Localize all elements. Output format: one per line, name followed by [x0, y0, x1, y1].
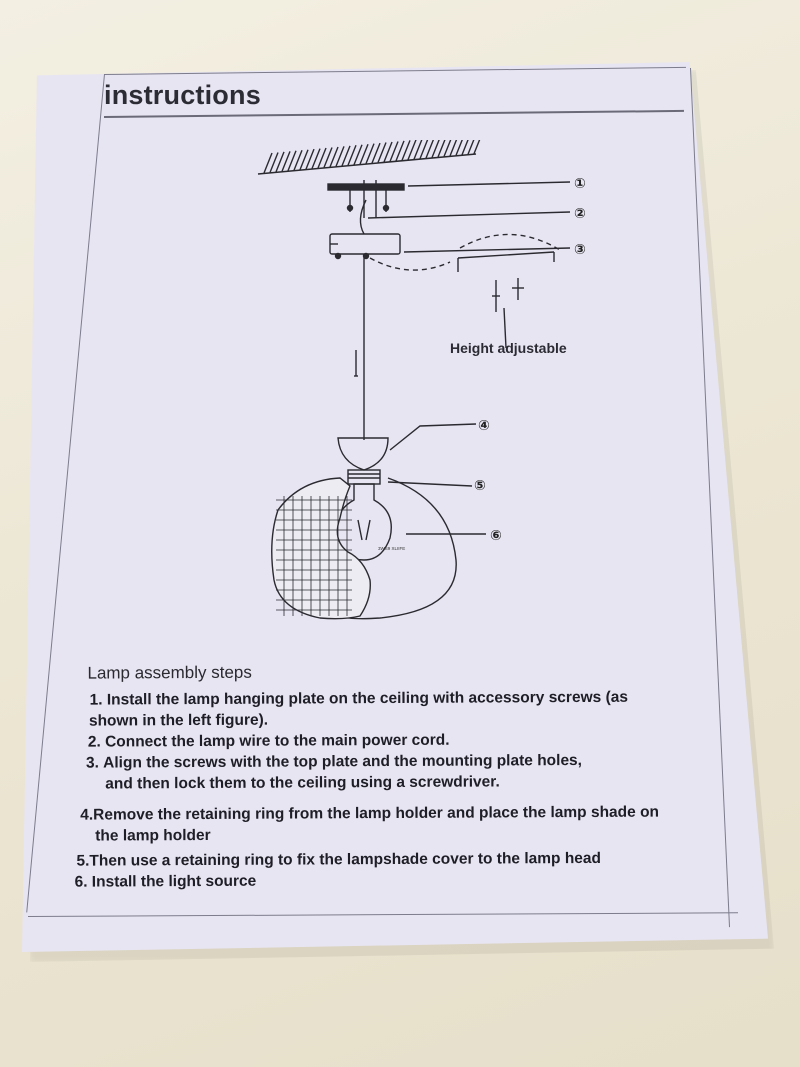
- rattan-weave: [276, 496, 352, 616]
- ceiling-hatch-line: [341, 145, 351, 167]
- ceiling-hatch-line: [329, 146, 339, 168]
- hanging-plate: [327, 183, 405, 191]
- step-3: 3. Align the screws with the top plate a…: [86, 749, 710, 794]
- ceiling-hatch: [257, 153, 477, 175]
- ceiling-hatch-line: [461, 140, 469, 156]
- ceiling-hatch-line: [263, 152, 273, 174]
- ceiling-hatch-line: [305, 148, 315, 170]
- ceiling-hatch-line: [413, 140, 423, 160]
- step-6-line-1: Install the light source: [91, 872, 257, 891]
- step-3-number: 3.: [85, 754, 104, 772]
- ceiling-hatch-line: [293, 149, 303, 171]
- ceiling-hatch-line: [473, 140, 481, 155]
- callout-3: ③: [574, 242, 586, 258]
- steps-heading: Lamp assembly steps: [87, 662, 252, 683]
- ceiling-hatch-line: [365, 143, 375, 164]
- step-1-line-1: Install the lamp hanging plate on the ce…: [106, 688, 628, 709]
- ceiling-hatch-line: [395, 140, 405, 162]
- ceiling-hatch-line: [311, 148, 321, 169]
- ceiling-hatch-line: [383, 141, 393, 163]
- ceiling-hatch-line: [347, 145, 357, 166]
- callout-4: ④: [478, 418, 490, 434]
- ceiling-hatch-line: [335, 146, 345, 167]
- lamp-diagram: ① ② ③ ④ ⑤ ⑥ Height adjustable 3WS9 XLIIF…: [240, 140, 610, 640]
- callout-6: ⑥: [490, 528, 502, 544]
- ceiling-hatch-line: [443, 140, 452, 157]
- ceiling-hatch-line: [281, 151, 291, 172]
- ceiling-hatch-line: [317, 147, 327, 169]
- step-4: 4. Remove the retaining ring from the la…: [80, 801, 710, 846]
- callout-2: ②: [574, 206, 586, 222]
- ceiling-hatch-line: [407, 140, 417, 161]
- ceiling-hatch-line: [275, 151, 285, 173]
- step-3-line-2: and then lock them to the ceiling using …: [105, 773, 500, 793]
- instruction-sheet: [22, 62, 768, 952]
- step-5-number: 5.: [76, 852, 90, 870]
- ceiling-hatch-line: [269, 152, 279, 173]
- ceiling-hatch-line: [287, 150, 297, 172]
- step-1: 1. Install the lamp hanging plate on the…: [88, 686, 710, 731]
- ceiling-hatch-line: [359, 143, 369, 165]
- ceiling-hatch-line: [431, 140, 440, 158]
- ceiling-hatch-line: [449, 140, 458, 157]
- ceiling-hatch-line: [437, 140, 446, 158]
- ceiling-hatch-line: [299, 149, 309, 170]
- assembly-steps: Lamp assembly steps 1. Install the lamp …: [69, 660, 710, 892]
- ceiling-hatch-line: [353, 144, 363, 166]
- ceiling-hatch-line: [467, 140, 475, 155]
- canopy: [329, 233, 401, 255]
- step-3-line-1: Align the screws with the top plate and …: [103, 751, 583, 772]
- step-4-line-1: Remove the retaining ring from the lamp …: [93, 803, 660, 824]
- ceiling-hatch-line: [389, 141, 399, 162]
- step-4-number: 4.: [80, 806, 94, 824]
- step-2-number: 2.: [87, 733, 106, 751]
- callout-5: ⑤: [474, 478, 486, 494]
- step-6-number: 6.: [74, 873, 92, 891]
- glass-shade: [339, 477, 457, 620]
- rattan-shade: [271, 477, 371, 620]
- callout-1: ①: [574, 176, 586, 192]
- step-4-line-2: the lamp holder: [95, 826, 211, 845]
- ceiling-hatch-line: [455, 140, 463, 156]
- ceiling-hatch-line: [377, 142, 387, 163]
- document-title: instructions: [104, 80, 261, 110]
- ceiling-hatch-line: [401, 140, 411, 161]
- ceiling-hatch-line: [323, 147, 333, 168]
- step-5-line-1: Then use a retaining ring to fix the lam…: [89, 849, 602, 870]
- step-6: 6. Install the light source: [74, 868, 710, 892]
- ceiling-hatch-line: [425, 140, 435, 159]
- bulb-label: 3WS9 XLIIFE: [378, 546, 405, 551]
- ceiling-hatch-line: [419, 140, 429, 159]
- lamp-holder: [337, 437, 389, 471]
- height-adjustable-label: Height adjustable: [450, 340, 567, 356]
- step-1-line-2: shown in the left figure).: [88, 711, 269, 730]
- ceiling-hatch-line: [371, 142, 381, 164]
- step-2-line-1: Connect the lamp wire to the main power …: [105, 731, 450, 751]
